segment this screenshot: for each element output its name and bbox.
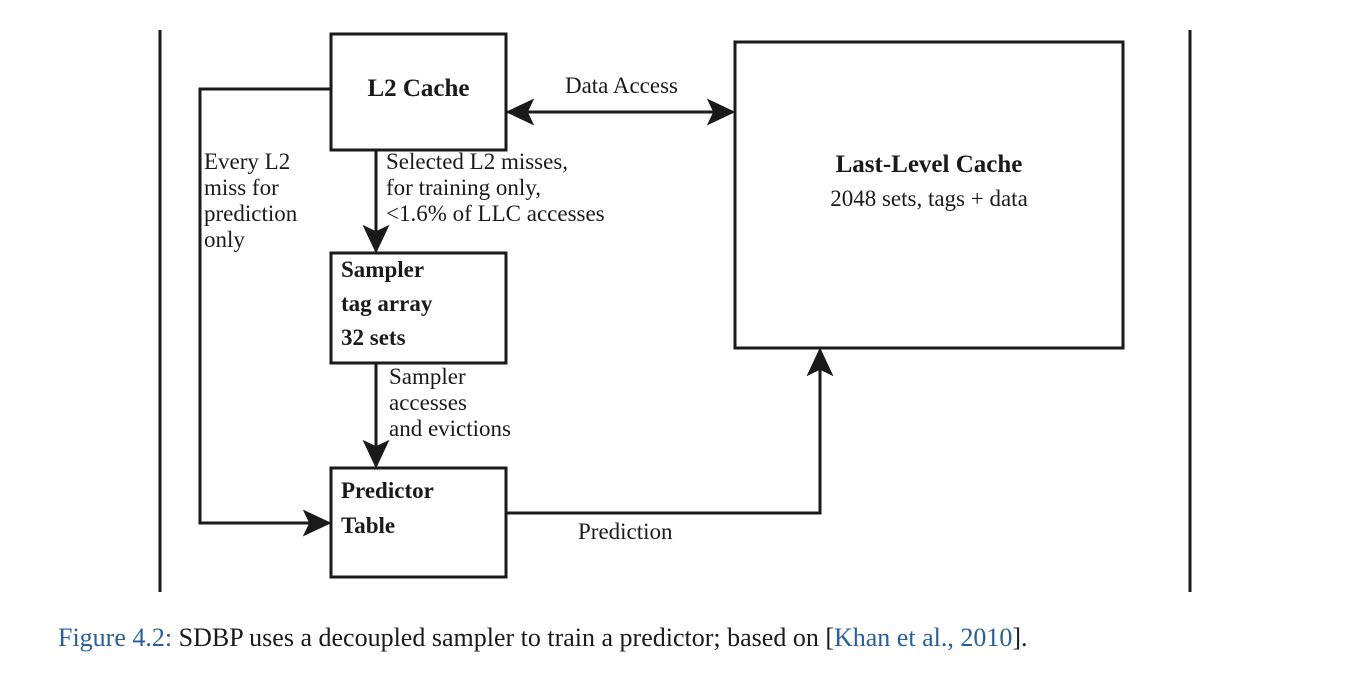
node-label-l2-cache: L2 Cache <box>367 75 470 102</box>
node-predictor-table[interactable] <box>329 466 508 579</box>
node-sampler[interactable] <box>329 251 508 365</box>
figure-caption: Figure 4.2: SDBP uses a decoupled sample… <box>58 622 1308 655</box>
block-diagram <box>158 30 1192 592</box>
node-label-predictor-table-line-1: Predictor <box>341 478 434 503</box>
figure-caption-label: Figure 4.2: <box>58 623 173 652</box>
node-label-sampler-line-3: 32 sets <box>341 325 406 350</box>
edge-every-l2-miss-line <box>198 87 332 537</box>
node-label-sampler-line-2: tag array <box>341 291 433 316</box>
figure-caption-tail: ]. <box>1012 623 1028 652</box>
node-label-predictor-table-line-2: Table <box>341 513 396 538</box>
edge-label-sampler-accesses: Sampler accesses and evictions <box>389 364 511 441</box>
node-label-last-level-cache-subtitle: 2048 sets, tags + data <box>830 186 1028 211</box>
figure-caption-citation-link[interactable]: Khan et al., 2010 <box>833 623 1013 652</box>
edge-prediction-line <box>506 347 834 515</box>
node-label-last-level-cache-title: Last-Level Cache <box>835 151 1023 178</box>
node-last-level-cache[interactable] <box>733 40 1125 350</box>
figure-caption-text: SDBP uses a decoupled sampler to train a… <box>172 623 834 652</box>
edge-label-data-access: Data Access <box>564 73 679 98</box>
node-label-sampler-line-1: Sampler <box>341 257 425 282</box>
edge-label-every-l2-miss: Every L2 miss for prediction only <box>204 149 298 252</box>
edge-label-selected-l2-misses: Selected L2 misses, for training only, <… <box>386 149 605 226</box>
edge-label-prediction: Prediction <box>578 519 673 544</box>
node-l2-cache[interactable] <box>329 32 508 152</box>
